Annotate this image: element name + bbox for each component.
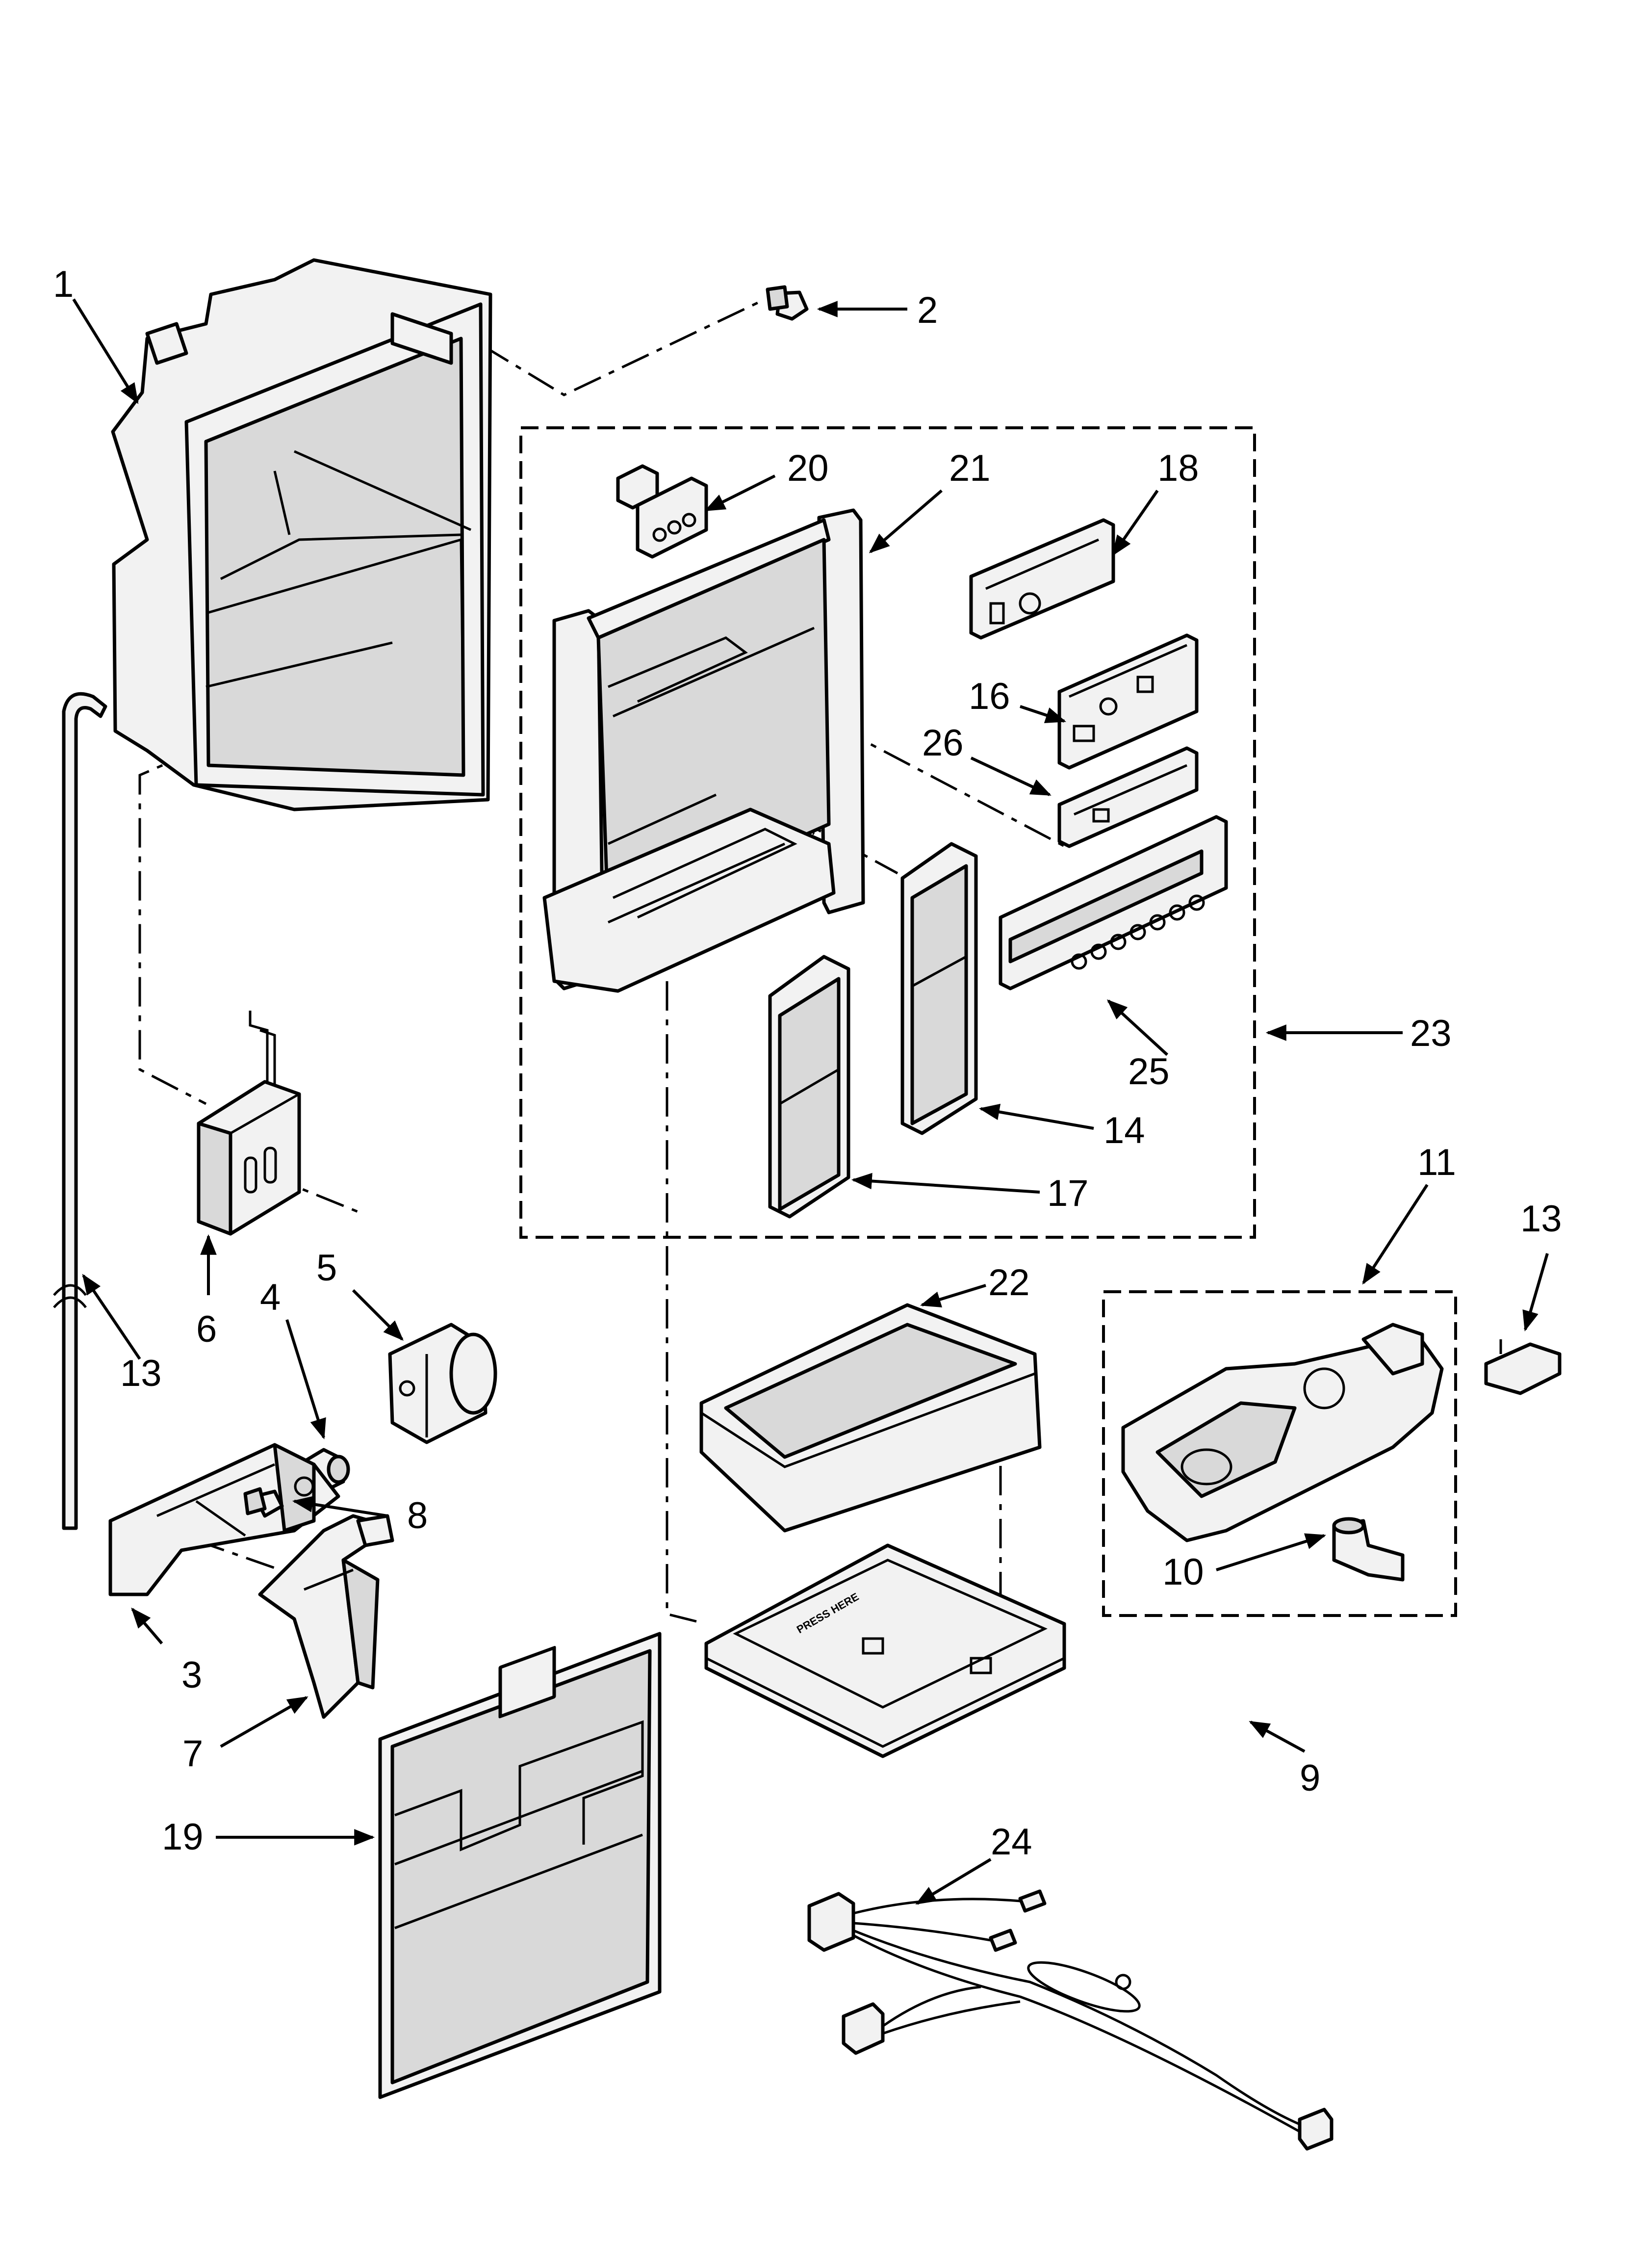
part-1-ice-housing [111, 258, 492, 811]
callout-13-left: 13 [120, 1353, 162, 1394]
part-14-trim [900, 842, 978, 1135]
part-25-control-panel [999, 815, 1228, 991]
callout-26: 26 [922, 722, 964, 764]
callout-4: 4 [260, 1277, 281, 1318]
callout-23: 23 [1410, 1013, 1452, 1054]
callout-16: 16 [969, 676, 1010, 717]
part-13-clip [1484, 1339, 1562, 1395]
callout-6: 6 [196, 1308, 217, 1350]
callout-8: 8 [407, 1495, 428, 1537]
callout-11: 11 [1417, 1142, 1456, 1183]
callout-14: 14 [1103, 1110, 1145, 1151]
part-2-screw [766, 285, 809, 321]
callout-13-right: 13 [1520, 1198, 1562, 1240]
callout-5: 5 [316, 1247, 337, 1289]
part-24-wire-harness [807, 1889, 1334, 2151]
callout-21: 21 [949, 447, 991, 489]
part-7-lever [258, 1514, 394, 1719]
part-5-auger-motor [388, 1323, 497, 1444]
connector-21-9 [666, 981, 697, 1623]
assembly-23-box [519, 426, 1256, 1239]
part-13-water-tube [53, 692, 107, 1530]
callout-10: 10 [1162, 1551, 1204, 1593]
callouts: 1 2 20 21 18 16 26 25 23 14 17 11 13 22 … [53, 263, 1562, 1863]
callout-19: 19 [162, 1816, 204, 1858]
callout-17: 17 [1047, 1173, 1089, 1214]
leader-lines [72, 298, 1549, 1905]
part-21-dispenser-frame [542, 508, 865, 993]
part-20-connector [616, 464, 708, 559]
callout-2: 2 [917, 289, 938, 331]
part-10-elbow-fitting [1332, 1517, 1405, 1582]
part-26-board [1057, 746, 1199, 848]
part-22-drip-tray [699, 1303, 1042, 1533]
part-6-dispenser-motor [197, 1011, 301, 1236]
callout-24: 24 [991, 1821, 1032, 1863]
part-9-tray-base: PRESS HERE [704, 1543, 1066, 1758]
part-18-board-bracket [969, 518, 1115, 640]
callout-25: 25 [1128, 1051, 1170, 1093]
callout-3: 3 [181, 1654, 202, 1696]
callout-22: 22 [988, 1262, 1030, 1303]
callout-20: 20 [787, 447, 829, 489]
part-3-bracket [108, 1443, 340, 1596]
part-17-trim [768, 955, 850, 1219]
callout-9: 9 [1300, 1757, 1320, 1799]
assembly-11-box [1102, 1290, 1457, 1617]
part-16-control-board [1057, 633, 1199, 770]
callout-7: 7 [182, 1733, 203, 1774]
part-19-cover-panel [378, 1632, 662, 2099]
callout-1: 1 [53, 263, 74, 305]
connector-1-2 [482, 298, 766, 396]
callout-18: 18 [1157, 447, 1199, 489]
part-11-ice-door-assembly [1121, 1323, 1444, 1542]
part-8-screw [243, 1487, 284, 1518]
